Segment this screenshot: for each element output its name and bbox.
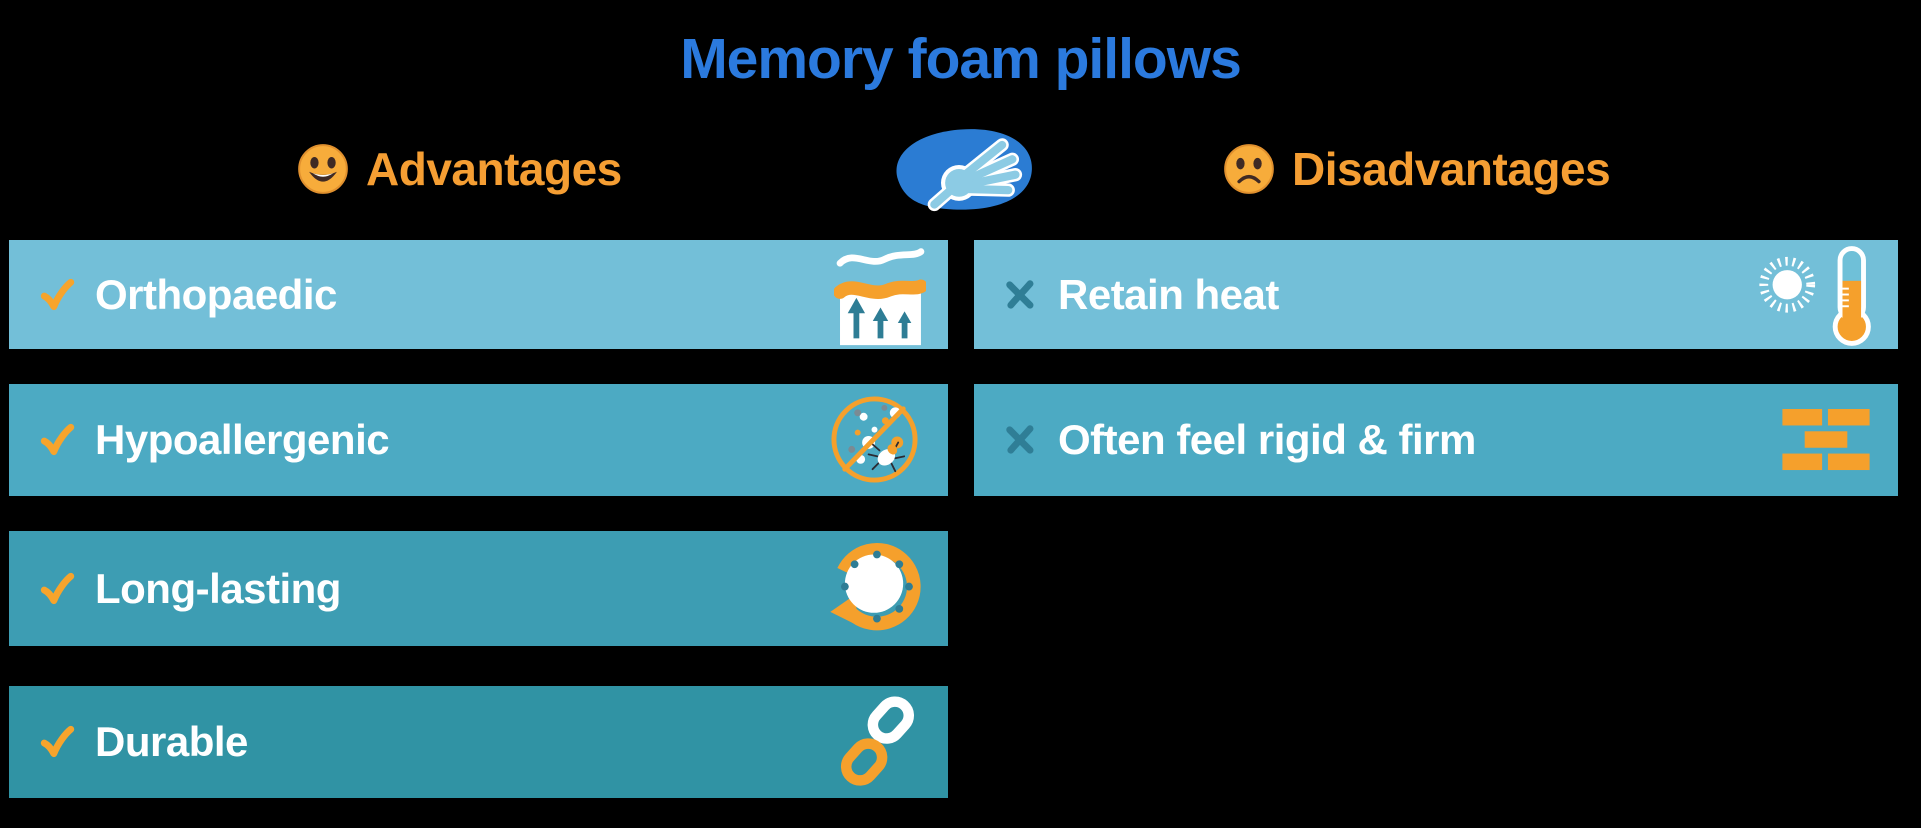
check-icon: [40, 725, 75, 758]
pillow-hand-icon: [883, 118, 1037, 216]
frowning-face-icon: [1224, 144, 1274, 194]
check-icon: [40, 423, 75, 456]
no-dust-mites-icon: [831, 396, 918, 483]
chain-link-icon: [840, 696, 914, 786]
advantage-row-hypoallergenic: Hypoallergenic: [9, 384, 948, 496]
cross-icon: [1006, 279, 1034, 309]
advantages-header: Advantages: [296, 138, 622, 200]
advantage-row-orthopaedic: Orthopaedic: [9, 240, 948, 349]
disadvantages-label: Disadvantages: [1292, 143, 1611, 195]
row-label: Often feel rigid & firm: [1058, 416, 1476, 463]
bricks-icon: [1782, 409, 1870, 471]
check-icon: [40, 572, 75, 604]
disadvantages-header: Disadvantages: [1222, 138, 1611, 200]
row-label: Hypoallergenic: [95, 416, 390, 463]
advantage-row-durable: Durable: [9, 686, 948, 798]
row-label: Long-lasting: [95, 564, 341, 612]
disadvantage-row-retain-heat: Retain heat: [974, 240, 1898, 349]
sun-thermometer-icon: [1759, 245, 1871, 346]
page-title: Memory foam pillows: [680, 27, 1242, 91]
advantage-row-long-lasting: Long-lasting: [9, 531, 948, 646]
clock-cycle-icon: [830, 542, 921, 630]
cross-icon: [1006, 425, 1034, 454]
grinning-face-icon: [298, 144, 348, 194]
check-icon: [40, 278, 75, 310]
advantages-label: Advantages: [366, 143, 622, 195]
mattress-support-icon: [834, 247, 926, 345]
row-label: Durable: [95, 718, 248, 765]
row-label: Retain heat: [1058, 270, 1279, 318]
row-label: Orthopaedic: [95, 270, 337, 318]
disadvantage-row-rigid-firm: Often feel rigid & firm: [974, 384, 1898, 496]
